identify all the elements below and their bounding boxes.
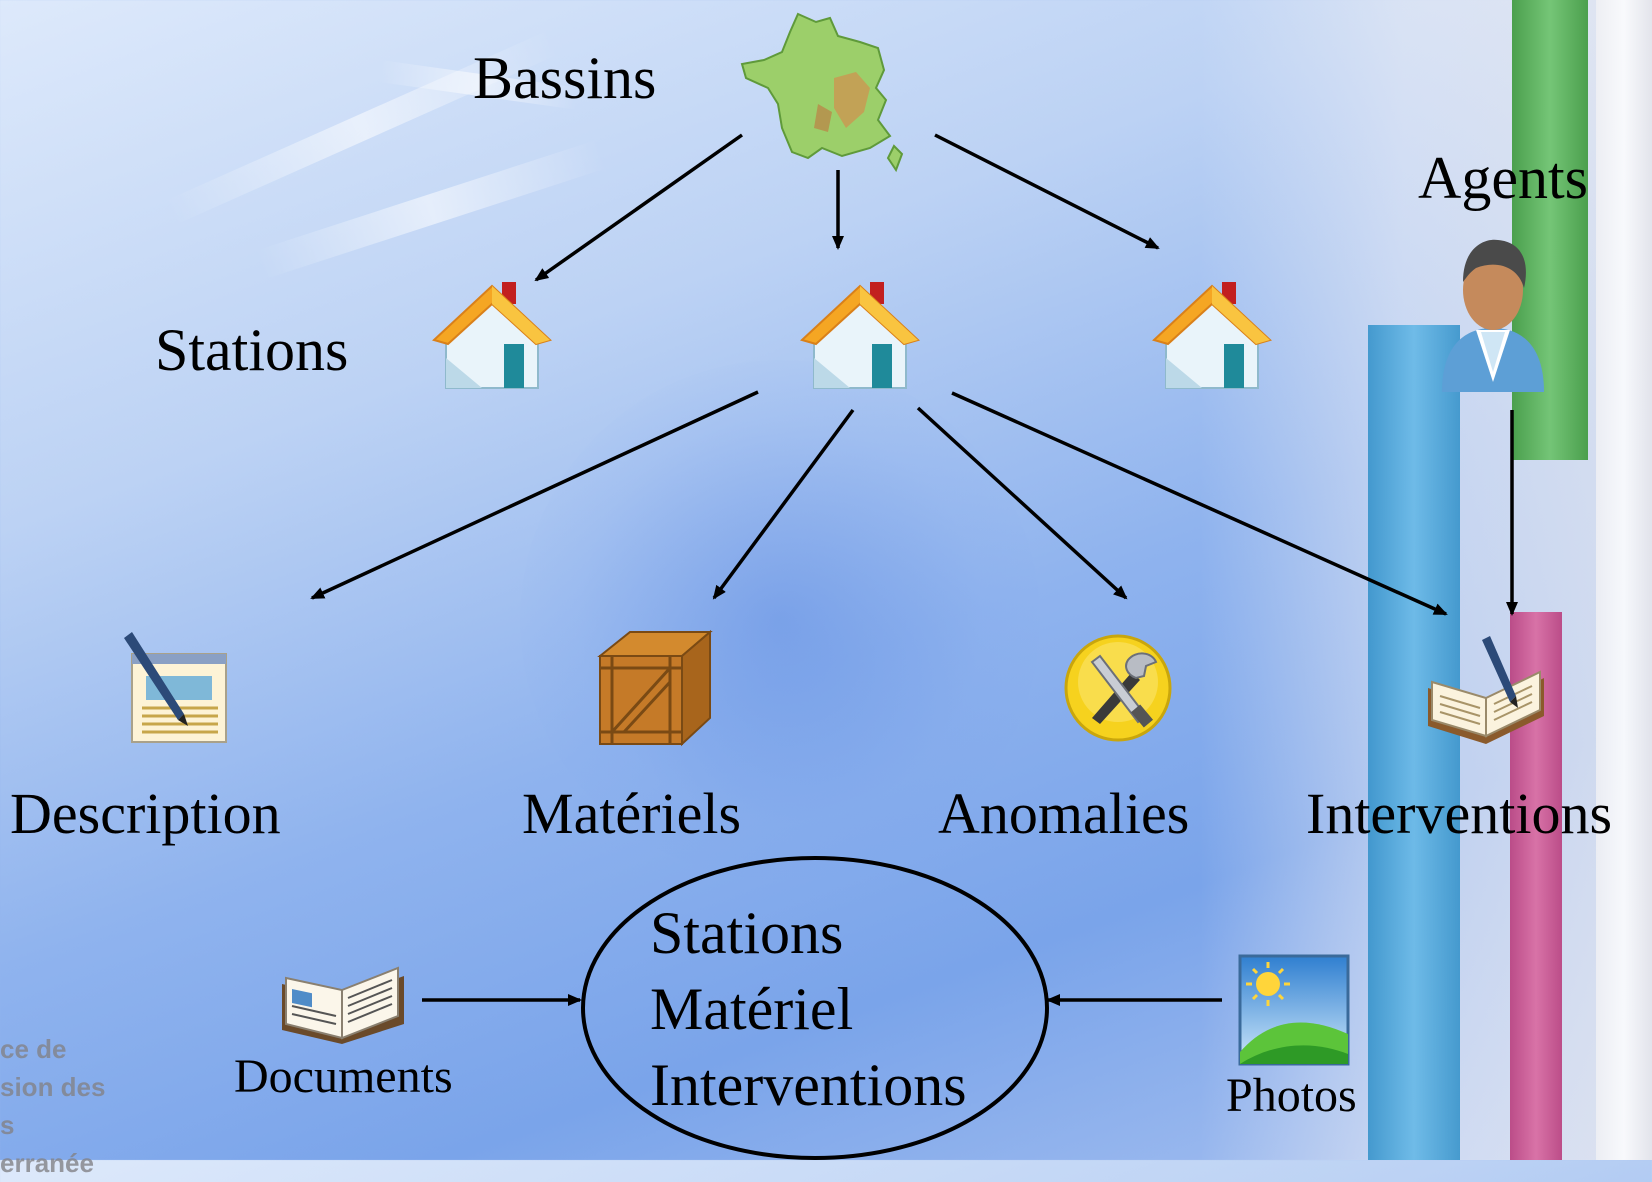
crate-icon: [597, 629, 713, 747]
decorative-bar-blue: [1368, 325, 1460, 1160]
house-icon: [432, 282, 552, 389]
notebook-pen-icon: [1428, 636, 1544, 744]
description-label: Description: [10, 781, 281, 846]
database-ellipse: [581, 856, 1049, 1160]
anomalies-label: Anomalies: [938, 781, 1190, 846]
open-book-icon: [282, 966, 404, 1044]
background-glow: [520, 360, 1040, 880]
arrow-station-to-description: [310, 390, 759, 600]
interventions-label: Interventions: [1306, 781, 1613, 846]
person-icon: [1442, 239, 1544, 392]
agents-label: Agents: [1418, 145, 1588, 211]
house-icon: [1152, 282, 1272, 389]
arrow-station-to-anomalies: [916, 406, 1128, 600]
database-contents: Stations Matériel Interventions: [650, 895, 967, 1123]
arrow-station-to-interventions: [951, 391, 1448, 616]
database-line-interventions: Interventions: [650, 1052, 967, 1118]
stations-label: Stations: [155, 317, 349, 383]
arrow-station-to-materiels: [712, 408, 855, 600]
database-line-stations: Stations: [650, 900, 844, 966]
corner-logo-text: ce de sion des s erranée: [0, 1034, 106, 1178]
arrow-bassins-to-station-left: [534, 133, 744, 282]
house-icon: [800, 282, 920, 389]
decorative-bar-white: [1596, 0, 1652, 1160]
documents-label: Documents: [234, 1050, 453, 1103]
photos-label: Photos: [1226, 1069, 1357, 1122]
materiels-label: Matériels: [522, 781, 742, 846]
france-map-icon: [740, 12, 904, 173]
tools-icon: [1064, 634, 1172, 742]
bassins-label: Bassins: [473, 45, 657, 111]
arrow-bassins-to-station-right: [934, 133, 1160, 250]
landscape-photo-icon: [1238, 954, 1350, 1066]
database-line-materiel: Matériel: [650, 976, 854, 1042]
document-pen-icon: [124, 632, 227, 743]
